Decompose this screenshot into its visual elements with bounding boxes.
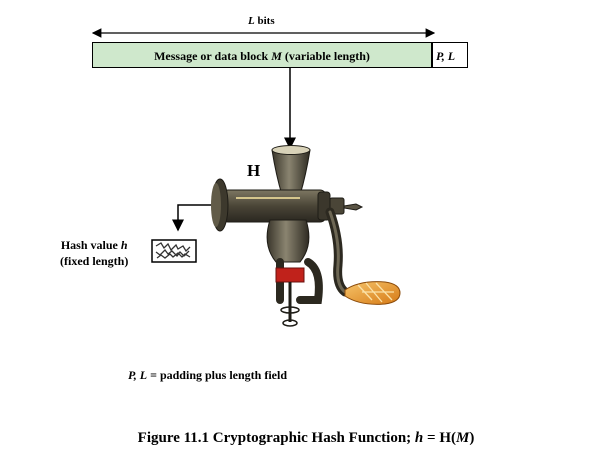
footnote-var: P, L (128, 368, 148, 382)
hash-function-label: H (247, 161, 261, 180)
padding-length-label: P, L (436, 49, 456, 63)
figure-caption: Figure 11.1 Cryptographic Hash Function;… (0, 430, 612, 447)
caption-var-h: h (414, 430, 424, 446)
caption-var-m: M (455, 430, 470, 446)
footnote-text: = padding plus length field (147, 368, 288, 382)
hash-value-prefix: Hash value (60, 238, 121, 252)
caption-close: ) (469, 430, 475, 446)
message-prefix: Message or data block (154, 49, 272, 63)
hash-block-icon (151, 239, 197, 263)
message-block: Message or data block M (variable length… (92, 42, 432, 68)
length-unit: bits (254, 15, 275, 27)
meat-grinder-icon (211, 145, 401, 327)
hash-output-arrow (172, 204, 212, 232)
caption-prefix: Figure 11.1 Cryptographic Hash Function; (137, 430, 415, 446)
message-suffix: (variable length) (281, 49, 370, 63)
padding-length-block: P, L (432, 42, 468, 68)
length-label: L bits (248, 15, 275, 27)
padding-footnote: P, L = padding plus length field (128, 368, 287, 383)
message-var: M (271, 49, 282, 63)
handle-knob-icon (344, 281, 401, 305)
hash-value-length: (fixed length) (60, 254, 129, 268)
message-label: Message or data block M (variable length… (93, 49, 431, 64)
caption-eq: = H( (423, 430, 456, 446)
length-var: L (248, 15, 255, 27)
hash-value-label: Hash value h (fixed length) (60, 237, 128, 269)
hash-value-var: h (120, 238, 128, 252)
